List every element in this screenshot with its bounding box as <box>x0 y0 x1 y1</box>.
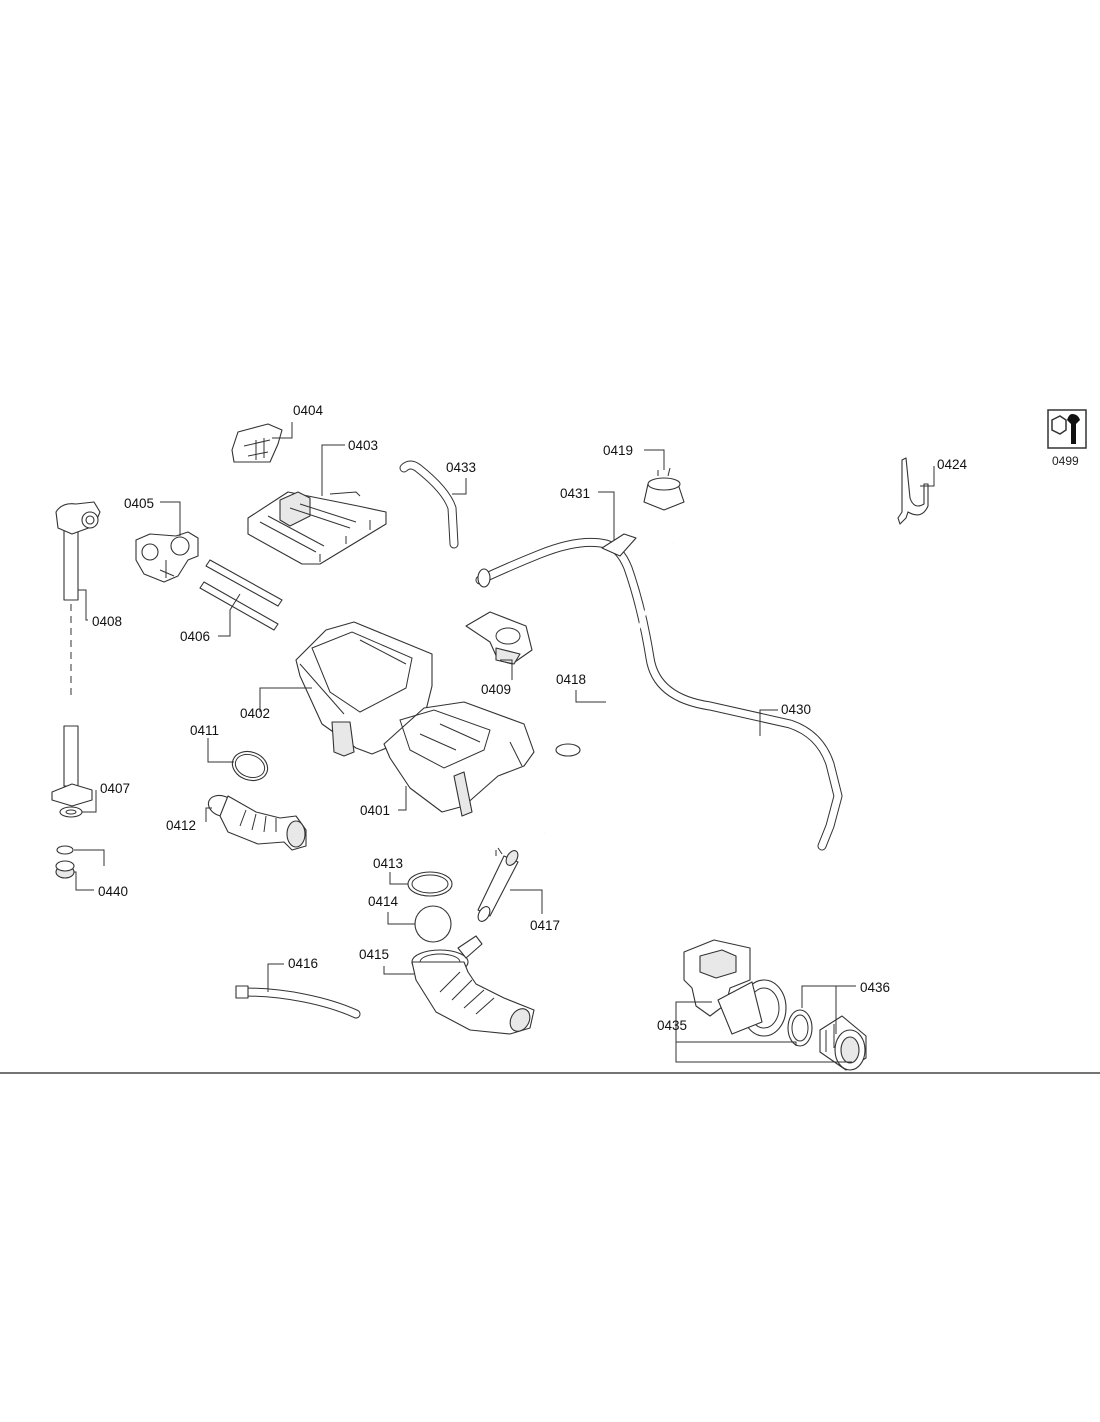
leader-0430 <box>759 709 778 736</box>
part-0433-hose <box>399 460 459 549</box>
leader-0433 <box>452 478 467 495</box>
label-0412: 0412 <box>166 818 196 833</box>
part-0419-clip <box>643 467 685 511</box>
label-0424: 0424 <box>937 457 968 472</box>
part-0402-dispenser-housing <box>295 621 433 757</box>
leader-0424 <box>920 466 935 487</box>
leader-0412 <box>205 807 212 822</box>
leader-0403 <box>321 444 345 496</box>
label-0402: 0402 <box>240 706 270 721</box>
label-0405: 0405 <box>124 496 154 511</box>
leader-0419 <box>644 449 665 470</box>
leader-0402 <box>259 687 312 712</box>
part-0440-washers <box>55 845 75 879</box>
leader-0431 <box>598 491 615 540</box>
leader-0409 <box>500 659 513 680</box>
leader-0404 <box>272 422 293 439</box>
part-0436-filter <box>819 1015 867 1071</box>
label-0401: 0401 <box>360 803 390 818</box>
label-0417: 0417 <box>530 918 560 933</box>
part-0403-control-module <box>247 491 387 565</box>
label-0415: 0415 <box>359 947 389 962</box>
part-0412-bellows-hose <box>207 794 307 851</box>
part-0416-hose <box>235 985 361 1019</box>
part-0415-sump-hose <box>411 935 535 1035</box>
leader-0408 <box>78 589 88 621</box>
wrench-nut-icon <box>1047 409 1087 449</box>
label-0440: 0440 <box>98 884 128 899</box>
leader-0440 <box>74 849 105 891</box>
part-0401-detergent-drawer <box>383 701 535 817</box>
leader-0415 <box>383 966 414 975</box>
part-0411-ring <box>231 750 269 782</box>
label-0416: 0416 <box>288 956 318 971</box>
label-0403: 0403 <box>348 438 378 453</box>
label-0413: 0413 <box>373 856 403 871</box>
leader-0407 <box>82 790 97 813</box>
part-0431-drain-hose <box>475 533 843 851</box>
label-0418: 0418 <box>556 672 586 687</box>
leader-0413 <box>389 872 408 885</box>
label-0409: 0409 <box>481 682 511 697</box>
label-0419: 0419 <box>603 443 633 458</box>
leader-0436 <box>801 985 856 1034</box>
part-0435-gasket <box>787 1009 813 1047</box>
leader-0416 <box>267 963 284 992</box>
part-0408-inlet-hose <box>51 501 101 807</box>
label-0435: 0435 <box>657 1018 687 1033</box>
label-0414: 0414 <box>368 894 399 909</box>
label-0431: 0431 <box>560 486 590 501</box>
part-0435-drain-pump <box>683 939 787 1037</box>
leader-0401 <box>398 786 407 811</box>
part-0409-siphon-insert <box>465 611 533 665</box>
leader-0414 <box>387 912 415 925</box>
label-0404: 0404 <box>293 403 324 418</box>
leader-0417 <box>510 889 543 914</box>
label-0406: 0406 <box>180 629 210 644</box>
label-0408: 0408 <box>92 614 122 629</box>
leader-0418 <box>575 690 606 703</box>
part-0404-bracket <box>231 423 283 463</box>
leader-0406 <box>218 593 241 637</box>
label-0499: 0499 <box>1052 454 1079 468</box>
part-0405-inlet-valve <box>135 531 199 583</box>
part-0413-ring <box>407 871 453 897</box>
label-0407: 0407 <box>100 781 130 796</box>
label-0433: 0433 <box>446 460 476 475</box>
part-0418-tube <box>542 543 676 833</box>
part-0407-washer <box>59 806 83 818</box>
part-0424-hose-hook <box>897 457 929 525</box>
label-0436: 0436 <box>860 980 890 995</box>
leader-0405 <box>160 501 181 536</box>
part-0417-pressure-sensor <box>477 847 519 922</box>
leader-0435 <box>675 1001 852 1063</box>
part-0414-ball <box>414 905 452 943</box>
label-0430: 0430 <box>781 702 811 717</box>
label-0411: 0411 <box>190 723 219 738</box>
part-0406-hoses <box>199 559 283 631</box>
leader-0411 <box>207 738 234 763</box>
